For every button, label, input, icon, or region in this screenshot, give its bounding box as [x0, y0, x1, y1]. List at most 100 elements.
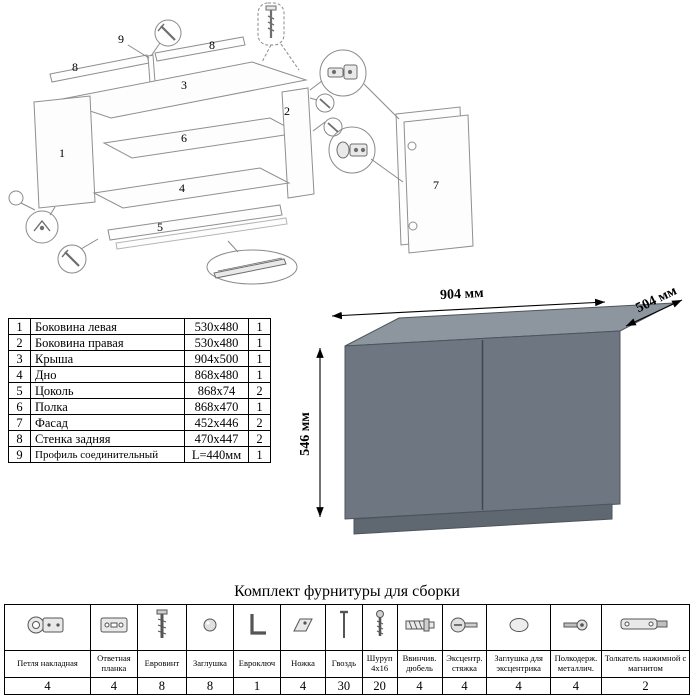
table-row: 5 Цоколь 868x74 2	[8, 382, 271, 399]
hardware-qty: 4	[441, 677, 488, 695]
screw-callout-top	[154, 19, 182, 47]
part-number-cell: 3	[8, 350, 31, 367]
hinge-callout-lower	[328, 126, 376, 174]
screw-callout-b	[323, 117, 343, 137]
part-number-cell: 9	[8, 446, 31, 463]
part-number-labels: 8 8 9 3 1 6 2 4 5 7	[59, 32, 439, 234]
part-number-cell: 5	[8, 382, 31, 399]
label-8a: 8	[72, 60, 78, 74]
part-qty-cell: 1	[248, 350, 271, 367]
hardware-qty: 4	[396, 677, 443, 695]
back-panel-left	[49, 54, 150, 83]
part-qty-cell: 2	[248, 382, 271, 399]
part-qty-cell: 1	[248, 446, 271, 463]
part-size-cell: 470x447	[184, 430, 249, 447]
cabinet-plinth	[353, 503, 613, 535]
cam-cap-icon	[509, 618, 529, 632]
table-row: 1 Боковина левая 530x480 1	[8, 318, 271, 335]
part-qty-cell: 2	[248, 414, 271, 431]
callout-glyphs	[33, 5, 368, 279]
part-number-cell: 4	[8, 366, 31, 383]
part-name-cell: Полка	[30, 398, 185, 415]
hardware-label: Толкатель нажимной с магнитом	[600, 650, 691, 678]
back-panel-right	[154, 36, 246, 62]
hinge-icon	[27, 616, 64, 634]
hardware-qty: 4	[486, 677, 551, 695]
part-size-cell: 904x500	[184, 350, 249, 367]
part-number-cell: 6	[8, 398, 31, 415]
hardware-label: Петля накладная	[4, 650, 91, 678]
part-name-cell: Цоколь	[30, 382, 185, 399]
depth-arrow	[625, 299, 683, 327]
label-2: 2	[284, 104, 290, 118]
part-qty-cell: 1	[248, 366, 271, 383]
part-size-cell: 868x74	[184, 382, 249, 399]
hardware-label: Шуруп 4x16	[361, 650, 398, 678]
part-number-cell: 7	[8, 414, 31, 431]
hardware-label: Полкодерж. металлич.	[549, 650, 602, 678]
hardware-label-row: Петля накладная Ответная планка Евровинт…	[4, 650, 691, 678]
table-row: 2 Боковина правая 530x480 1	[8, 334, 271, 351]
hardware-label: Гвоздь	[324, 650, 363, 678]
label-8b: 8	[209, 38, 215, 52]
shelf-support-icon	[563, 619, 588, 631]
label-9: 9	[118, 32, 124, 46]
part-qty-cell: 2	[248, 430, 271, 447]
part-name-cell: Боковина правая	[30, 334, 185, 351]
label-6: 6	[181, 131, 187, 145]
part-size-cell: 868x470	[184, 398, 249, 415]
part-name-cell: Профиль соединительный	[30, 446, 185, 463]
hardware-qty-row: 4 4 8 8 1 4 30 20 4 4 4 4 2	[4, 677, 691, 695]
nail-icon	[339, 610, 348, 638]
cap-icon	[203, 618, 217, 632]
dowel-icon	[405, 618, 434, 632]
part-name-cell: Боковина левая	[30, 318, 185, 335]
euro-screw-icon	[156, 609, 168, 638]
width-dimension-label: 904 мм	[440, 286, 485, 303]
strike-plate-icon	[100, 617, 128, 633]
cabinet-panels	[33, 36, 474, 254]
hardware-qty: 2	[600, 677, 691, 695]
hardware-qty: 4	[279, 677, 326, 695]
hex-key-icon	[250, 614, 266, 635]
label-4: 4	[179, 181, 185, 195]
hardware-label: Эксцентр. стяжка	[441, 650, 488, 678]
door-panel-front	[403, 114, 474, 254]
part-size-cell: 452x446	[184, 414, 249, 431]
hardware-label: Заглушка	[185, 650, 234, 678]
hardware-label: Ответная планка	[89, 650, 138, 678]
shelf-panel	[102, 117, 300, 159]
part-size-cell: L=440мм	[184, 446, 249, 463]
height-dimension-label: 546 мм	[298, 412, 313, 456]
table-row: 6 Полка 868x470 1	[8, 398, 271, 415]
screw-callout-a	[315, 93, 335, 113]
part-name-cell: Крыша	[30, 350, 185, 367]
part-name-cell: Стенка задняя	[30, 430, 185, 447]
right-side-panel	[281, 87, 315, 199]
part-number-cell: 8	[8, 430, 31, 447]
hardware-label: Заглушка для эксцентрика	[486, 650, 551, 678]
hardware-label: Евровинт	[136, 650, 187, 678]
dot-callout	[8, 190, 24, 206]
screw-callout-c	[57, 244, 87, 274]
part-qty-cell: 1	[248, 334, 271, 351]
label-7: 7	[433, 178, 439, 192]
part-number-cell: 1	[8, 318, 31, 335]
part-qty-cell: 1	[248, 318, 271, 335]
foot-icon	[293, 618, 313, 632]
dimension-arrows	[316, 298, 683, 517]
label-1: 1	[59, 146, 65, 160]
hardware-label: Евроключ	[232, 650, 281, 678]
cabinet-render: 904 мм 504 мм 546 мм	[298, 283, 683, 535]
hinge-cup-bottom	[408, 221, 418, 231]
callouts	[8, 2, 404, 285]
hardware-qty: 8	[185, 677, 234, 695]
table-row: 3 Крыша 904x500 1	[8, 350, 271, 367]
hardware-table: Петля накладная Ответная планка Евровинт…	[4, 604, 691, 695]
hinge-callout-upper	[319, 49, 367, 97]
left-side-panel	[33, 95, 96, 209]
hardware-qty: 1	[232, 677, 281, 695]
cabinet-body	[344, 302, 675, 535]
cam-lock-icon	[450, 617, 478, 633]
